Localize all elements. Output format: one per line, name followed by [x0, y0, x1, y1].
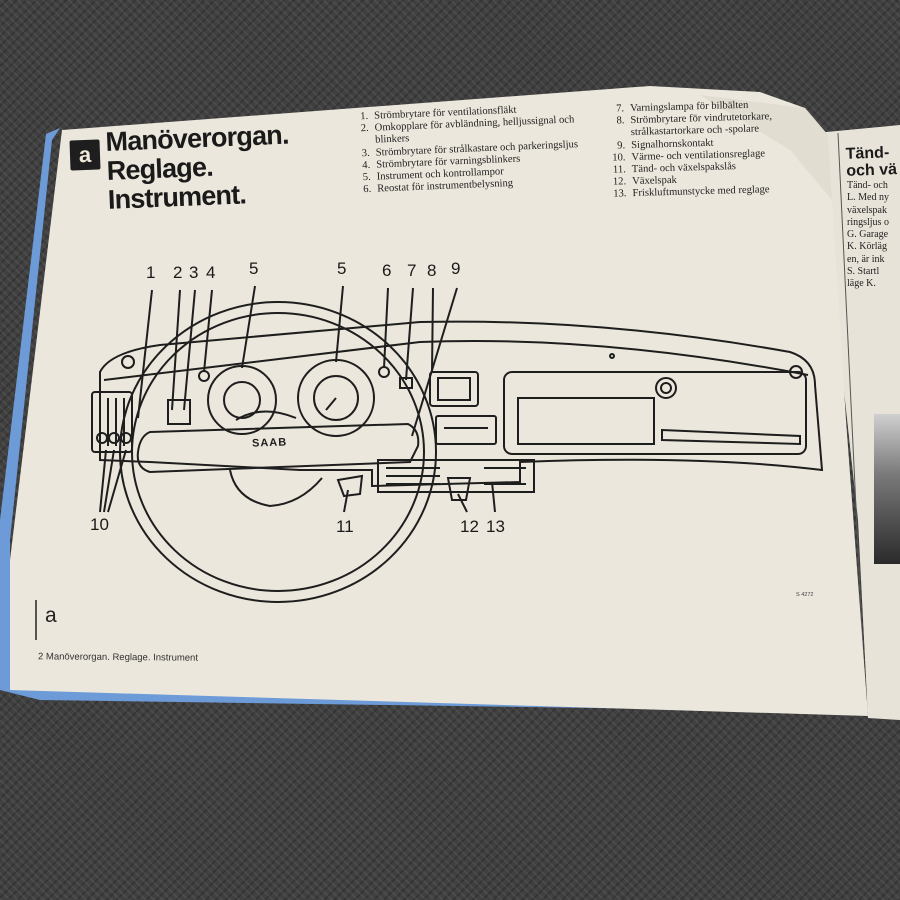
right-line: L. Med ny: [847, 192, 889, 204]
callout-7: 7: [407, 261, 417, 280]
callout-5a: 5: [249, 259, 259, 278]
page-footer: 2 Manöverorgan. Reglage. Instrument: [37, 651, 199, 664]
callout-10: 10: [90, 515, 109, 534]
callout-3: 3: [189, 263, 199, 282]
callout-2: 2: [173, 263, 183, 282]
right-line: K. Körläg: [847, 241, 887, 253]
callout-12: 12: [460, 517, 479, 536]
callout-6: 6: [382, 261, 392, 280]
right-line: Tänd- och: [847, 180, 888, 191]
right-title-line-2: och vä: [846, 161, 898, 180]
callout-9: 9: [451, 259, 461, 278]
right-line: läge K.: [847, 278, 876, 290]
callout-8: 8: [427, 261, 437, 280]
right-page-text: Tänd- och L. Med ny växelspak ringsljus …: [847, 180, 889, 291]
callout-5b: 5: [337, 259, 347, 278]
callout-1: 1: [146, 263, 156, 282]
figure-reference: S 4272: [796, 592, 814, 598]
callout-4: 4: [206, 263, 216, 282]
right-page-title: Tänd- och vä: [845, 144, 898, 180]
right-line: G. Garage: [847, 229, 889, 241]
right-title-line-1: Tänd-: [845, 144, 890, 163]
callout-13: 13: [486, 517, 505, 536]
right-line: S. Startl: [847, 266, 880, 278]
right-page-photo: [874, 414, 900, 564]
right-line: ringsljus o: [847, 216, 889, 228]
page-letter: a: [45, 604, 57, 627]
right-line: en, är ink: [847, 253, 885, 265]
right-line: växelspak: [847, 204, 887, 216]
steering-badge: SAAB: [251, 436, 288, 450]
callout-11: 11: [336, 517, 354, 536]
